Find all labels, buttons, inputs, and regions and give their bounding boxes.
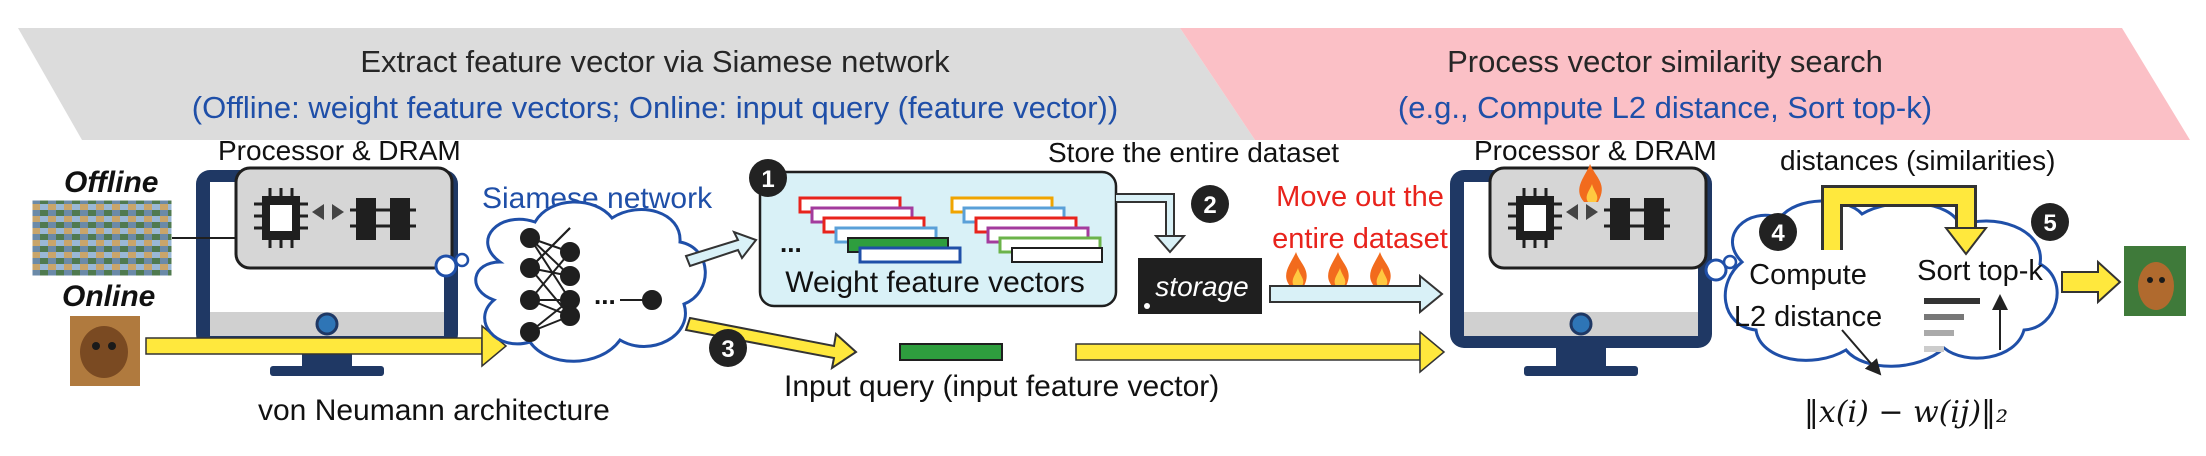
move-out-label-2: entire dataset: [1272, 223, 1448, 255]
compute-label-2: L2 distance: [1734, 301, 1882, 333]
banner-right: [1180, 28, 2190, 140]
svg-text:1: 1: [761, 166, 774, 193]
weight-vector-stack-right: [950, 196, 1103, 263]
storage-to-processor-arrow: [1269, 273, 1444, 315]
input-query-label: Input query (input feature vector): [784, 370, 1219, 403]
step-1-badge: 1: [749, 159, 787, 197]
processor-dram-label-right: Processor & DRAM: [1474, 135, 1717, 166]
storage-box: [1138, 258, 1262, 314]
processor-dram-board-left: [234, 166, 454, 270]
offline-image-grid: [31, 199, 173, 277]
weight-vector-stack-left: [798, 196, 962, 264]
step-4-badge: 4: [1759, 213, 1797, 251]
banner-right-subtitle: (e.g., Compute L2 distance, Sort top-k): [1398, 90, 1932, 125]
banner-left-title: Extract feature vector via Siamese netwo…: [360, 44, 950, 79]
weight-vectors-label: Weight feature vectors: [785, 266, 1085, 299]
storage-label: storage: [1155, 271, 1248, 302]
fire-icons: [1286, 252, 1391, 286]
online-label: Online: [62, 280, 155, 313]
compute-label-1: Compute: [1749, 259, 1867, 291]
neural-network-icon: [520, 227, 662, 342]
weight-vectors-ellipsis: ...: [780, 228, 802, 258]
banner-left-subtitle: (Offline: weight feature vectors; Online…: [192, 90, 1118, 125]
sorted-bars-icon: [1924, 298, 1980, 352]
svg-text:4: 4: [1771, 220, 1785, 247]
dog-image-input: [70, 316, 140, 386]
distances-label: distances (similarities): [1780, 145, 2055, 176]
formula-pointer: [1841, 329, 1882, 376]
result-dog-image: [2124, 246, 2186, 316]
step-3-badge: 3: [709, 329, 747, 367]
svg-text:2: 2: [1203, 192, 1216, 219]
svg-text:3: 3: [721, 336, 734, 363]
banner-left: [18, 28, 1255, 140]
nn-ellipsis: ...: [594, 280, 616, 310]
step-2-badge: 2: [1191, 185, 1229, 223]
offline-label: Offline: [64, 166, 158, 199]
store-arrow: [1116, 193, 1175, 240]
processor-fire-icon: [1579, 164, 1602, 202]
sort-label: Sort top-k: [1917, 255, 2043, 287]
processor-dram-label-left: Processor & DRAM: [218, 135, 461, 166]
l2-formula: ‖x(i) − w(ij)‖₂: [1804, 395, 2008, 430]
svg-text:5: 5: [2043, 210, 2056, 237]
step-5-badge: 5: [2031, 203, 2069, 241]
input-query-vector: [899, 343, 1003, 361]
move-out-label-1: Move out the: [1276, 181, 1444, 213]
output-arrow: [2061, 259, 2122, 305]
query-to-processor-arrow: [1075, 330, 1446, 374]
store-dataset-label: Store the entire dataset: [1048, 137, 1339, 168]
processor-dram-board-right: [1488, 166, 1708, 270]
siamese-to-weights-arrow: [684, 230, 758, 268]
banner-right-title: Process vector similarity search: [1447, 44, 1883, 79]
von-neumann-label: von Neumann architecture: [258, 394, 610, 427]
